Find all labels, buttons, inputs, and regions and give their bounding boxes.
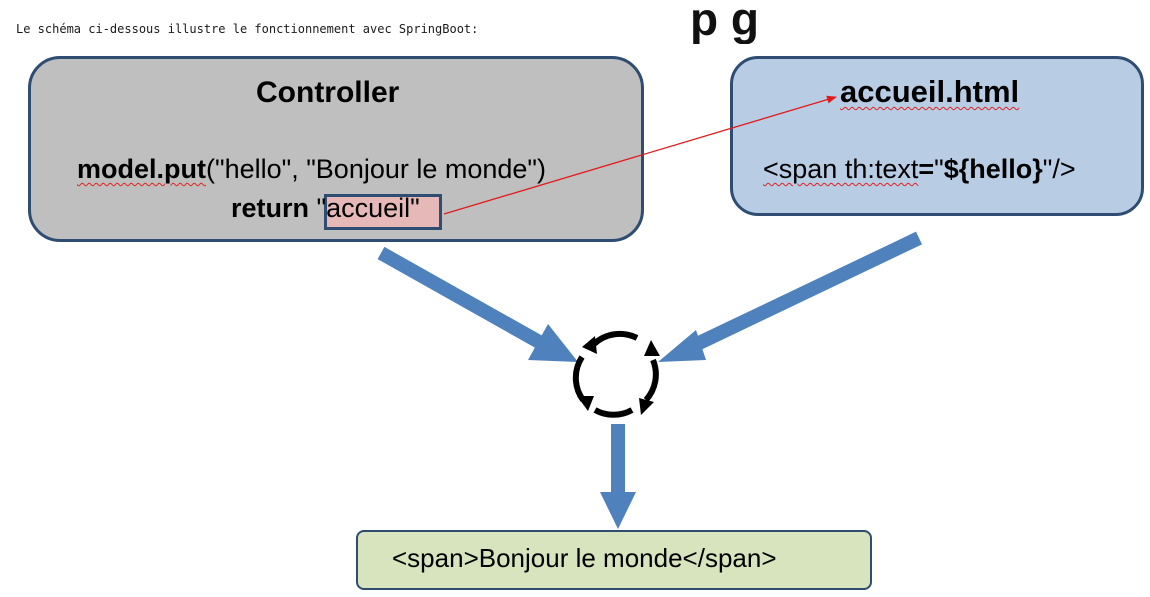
view-box [730, 56, 1144, 216]
controller-line2: return "accueil" [231, 193, 420, 224]
result-text: <span>Bonjour le monde</span> [392, 543, 777, 573]
down-flow-arrow [600, 424, 636, 529]
clipped-background-title: p g [690, 0, 850, 44]
return-value: "accueil" [316, 193, 420, 223]
view-template-line: <span th:text="${hello}"/> [763, 154, 1076, 185]
right-flow-arrow [658, 231, 923, 362]
template-open: <span th:text [763, 154, 919, 184]
intro-text: Le schéma ci-dessous illustre le fonctio… [16, 22, 479, 36]
return-value-highlight [324, 194, 442, 230]
model-put-call: model.put [77, 154, 206, 184]
return-keyword: return [231, 193, 310, 223]
link-arrow [443, 95, 837, 215]
template-close: "/> [1042, 154, 1076, 184]
left-flow-arrow [377, 246, 578, 362]
template-eq: = [918, 154, 935, 184]
clipped-title-glyphs: p g [690, 0, 759, 44]
refresh-cycle-arrowheads [577, 336, 660, 415]
template-quote: " [934, 154, 944, 184]
controller-line1: model.put("hello", "Bonjour le monde") [77, 154, 546, 185]
controller-title: Controller [256, 76, 400, 109]
template-expr: ${hello} [943, 154, 1043, 184]
view-title: accueil.html [840, 74, 1020, 109]
model-put-args: ("hello", "Bonjour le monde") [206, 154, 547, 184]
result-box [356, 530, 872, 590]
